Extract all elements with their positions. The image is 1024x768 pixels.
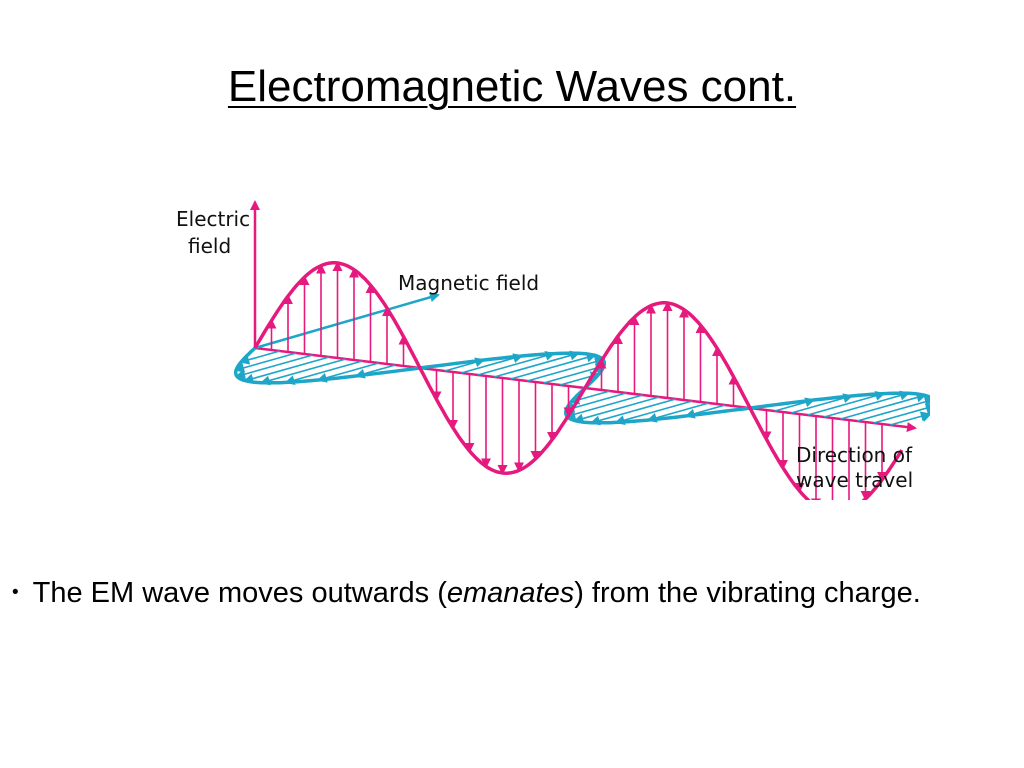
magnetic-field-vector [807, 390, 886, 416]
magnetic-field-vector [259, 358, 346, 386]
magnetic-field-vector [565, 394, 643, 420]
magnetic-field-vector [873, 403, 930, 424]
bullet-point: • The EM wave moves outwards (emanates) f… [12, 574, 1002, 612]
magnetic-field-vector [316, 362, 379, 383]
electric-label-line2: field [188, 234, 231, 258]
magnetic-field-vector [890, 411, 930, 426]
bullet-text-start: The EM wave moves outwards ( [32, 577, 447, 609]
slide-title: Electromagnetic Waves cont. [227, 62, 797, 111]
magnetic-label: Magnetic field [398, 271, 539, 295]
magnetic-field-vector [857, 396, 930, 422]
magnetic-field-axis [254, 292, 440, 350]
bullet-text-end: ) from the vibrating charge. [574, 577, 921, 609]
magnetic-field-vector [543, 363, 606, 384]
em-wave-diagram: Electric field Magnetic field Direction … [176, 200, 930, 500]
bullet-dot-icon: • [12, 582, 19, 603]
bullet-text-emphasis: emanates [446, 577, 575, 609]
electric-field-vectors [266, 261, 887, 500]
magnetic-field-vector [234, 352, 297, 373]
magnetic-field-vector [564, 392, 627, 413]
magnetic-field-vector [824, 390, 911, 418]
electric-wave [253, 261, 904, 500]
magnetic-field-vector [614, 400, 693, 426]
magnetic-field-vector [589, 398, 676, 426]
magnetic-field-vector [461, 353, 524, 374]
magnetic-field-vector [791, 393, 854, 414]
magnetic-field-vector [840, 392, 927, 420]
magnetic-field-vector [510, 352, 597, 380]
magnetic-field-vector [527, 356, 605, 382]
magnetic-field-vector [646, 402, 709, 423]
magnetic-field-vector [243, 356, 330, 384]
electric-label-line1: Electric [176, 207, 250, 231]
magnetic-field-vector [494, 350, 581, 378]
magnetic-field-vector [573, 396, 660, 424]
magnetic-field-vector [284, 360, 363, 386]
magnetic-field-vector [239, 350, 280, 365]
magnetic-field-vector [235, 354, 313, 380]
direction-label-line1: Direction of [796, 443, 913, 467]
magnetic-field-vector [477, 350, 556, 376]
direction-label-line2: wave travel [796, 468, 913, 492]
magnetic-field-vectors [234, 350, 930, 426]
